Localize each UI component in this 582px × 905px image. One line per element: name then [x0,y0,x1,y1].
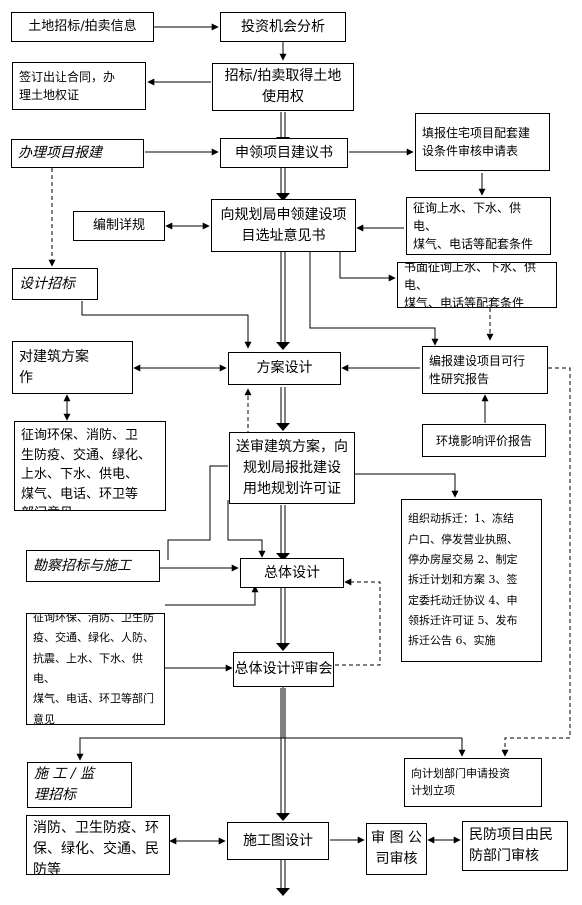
main-spine-arrows [276,137,290,896]
node-construction-drawing-label: 施工图设计 [243,832,313,849]
node-written-utilities-label: 书面征询上水、下水、供电、 煤气、电话等配套条件 [404,262,537,308]
node-general-design: 总体设计 [240,558,344,588]
node-demolition-label: 组织动拆迁：1、冻结 户口、停发营业执照、 停办房屋交易 2、制定 拆迁计划和方… [408,512,518,648]
node-env-report-label: 环境影响评价报告 [435,433,532,448]
node-drawing-review-label: 审 图 公 司审核 [371,830,422,867]
node-design-tender-label: 设计招标 [19,275,75,292]
node-invest-analysis: 投资机会分析 [220,12,346,42]
node-fire-env-label: 消防、卫生防疫、环 保、绿化、交通、民 防等 [33,820,159,875]
node-site-opinion: 向规划局申领建设项 目选址意见书 [211,199,356,252]
edge-tender-scheme [81,301,252,349]
node-acquire-land-label: 招标/拍卖取得土地 使用权 [224,68,342,105]
main-spine [280,112,286,890]
node-construction-tender-label: 施 工 / 监 理招标 [34,766,95,803]
edge-site-written [339,252,396,282]
node-consult-depts2-label: 征询环保、消防、卫生防 疫、交通、绿化、人防、 抗震、上水、下水、供电、 煤气、… [33,613,154,725]
node-sign-contract: 签订出让合同，办 理土地权证 [12,62,146,110]
node-scheme-design: 方案设计 [228,352,341,385]
node-consult-depts: 征询环保、消防、卫 生防疫、交通、绿化、 上水、下水、供电、 煤气、电话、环卫等… [14,421,166,511]
node-fill-form-label: 填报住宅项目配套建 设条件审核申请表 [422,126,531,158]
node-acquire-land: 招标/拍卖取得土地 使用权 [212,63,354,111]
node-land-info: 土地招标/拍卖信息 [11,12,154,42]
edge-submit-general [227,500,266,558]
node-survey-tender-label: 勘察招标与施工 [33,557,131,574]
node-consult-depts-label: 征询环保、消防、卫 生防疫、交通、绿化、 上水、下水、供电、 煤气、电话、环卫等… [21,428,152,510]
node-scheme-design-label: 方案设计 [256,360,313,376]
node-design-tender: 设计招标 [12,268,98,300]
node-plan-dept-label: 向计划部门申请投资 计划立项 [411,767,510,797]
edge-review-branch [76,684,284,761]
edge-submit-survey [167,465,228,560]
node-design-review: 总体设计评审会 [233,652,334,687]
node-env-report: 环境影响评价报告 [422,424,546,457]
node-arch-scheme-label: 对建筑方案 作 [19,348,89,386]
node-demolition: 组织动拆迁：1、冻结 户口、停发营业执照、 停办房屋交易 2、制定 拆迁计划和方… [401,499,542,662]
node-consult-utilities: 征询上水、下水、供电、 煤气、电话等配套条件 [406,197,551,255]
edge-dashed-feas-plan [501,367,571,757]
node-consult-utilities-label: 征询上水、下水、供电、 煤气、电话等配套条件 [413,201,534,251]
node-consult-depts2: 征询环保、消防、卫生防 疫、交通、绿化、人防、 抗震、上水、下水、供电、 煤气、… [26,613,165,725]
node-written-utilities: 书面征询上水、下水、供电、 煤气、电话等配套条件 [397,262,557,308]
node-feasibility-label: 编报建设项目可行 性研究报告 [429,354,526,386]
node-proposal: 申领项目建议书 [220,138,348,168]
node-civil-defense: 民防项目由民 防部门审核 [462,821,568,871]
node-detail-plan: 编制详规 [73,211,165,241]
node-civil-defense-label: 民防项目由民 防部门审核 [469,827,553,864]
node-site-opinion-label: 向规划局申领建设项 目选址意见书 [220,206,347,244]
node-land-info-label: 土地招标/拍卖信息 [28,19,137,35]
node-submit-scheme: 送审建筑方案，向 规划局报批建设 用地规划许可证 [229,432,355,504]
node-sign-contract-label: 签订出让合同，办 理土地权证 [19,70,116,102]
node-project-report: 办理项目报建 [11,139,144,168]
node-construction-drawing: 施工图设计 [227,822,329,860]
node-survey-tender: 勘察招标与施工 [26,550,160,582]
node-construction-tender: 施 工 / 监 理招标 [27,762,132,808]
node-detail-plan-label: 编制详规 [92,218,145,234]
node-submit-scheme-label: 送审建筑方案，向 规划局报批建设 用地规划许可证 [236,438,348,497]
node-fill-form: 填报住宅项目配套建 设条件审核申请表 [415,113,550,171]
node-drawing-review: 审 图 公 司审核 [366,823,427,875]
edge-submit-demo [355,473,459,498]
node-general-design-label: 总体设计 [264,564,320,581]
node-invest-analysis-label: 投资机会分析 [241,18,325,35]
edge-dashed-review-general [335,578,381,666]
node-project-report-label: 办理项目报建 [18,145,102,161]
node-proposal-label: 申领项目建议书 [235,144,333,161]
edge-site-feas [309,252,439,346]
node-design-review-label: 总体设计评审会 [234,661,333,677]
node-arch-scheme: 对建筑方案 作 [12,341,133,394]
edge-consult2-general [165,585,259,606]
node-feasibility: 编报建设项目可行 性研究报告 [422,346,548,394]
node-plan-dept: 向计划部门申请投资 计划立项 [404,758,542,807]
node-fire-env: 消防、卫生防疫、环 保、绿化、交通、民 防等 [26,815,170,875]
